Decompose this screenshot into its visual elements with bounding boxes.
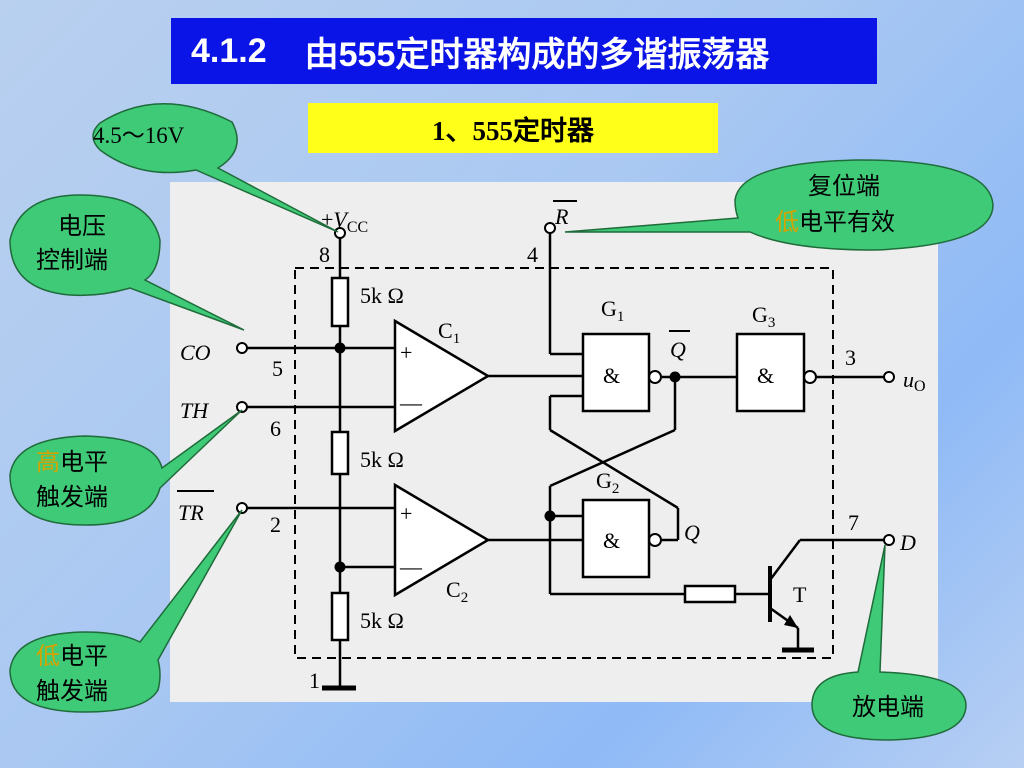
g1-bubble xyxy=(648,370,662,384)
resistor-2 xyxy=(330,430,350,476)
resistors xyxy=(330,276,737,642)
pin5-number: 5 xyxy=(272,356,283,381)
callout-voltage-line2: 控制端 xyxy=(36,247,108,274)
c2-plus: + xyxy=(400,501,412,526)
callout-discharge xyxy=(811,544,967,741)
discharge-pin-label: D xyxy=(899,530,916,555)
vcc-label: +VCC xyxy=(321,207,368,236)
comparator-c1 xyxy=(393,318,491,434)
q-bar-label: Q xyxy=(670,337,686,362)
gate-g3 xyxy=(735,332,806,413)
output-label: uO xyxy=(903,367,926,395)
pin8-number: 8 xyxy=(319,242,330,267)
pin7-terminal xyxy=(883,534,895,546)
callout-high-trigger xyxy=(9,409,243,526)
th-label: TH xyxy=(180,398,209,423)
pin-terminals xyxy=(236,222,895,547)
g3-label: G3 xyxy=(752,302,775,331)
pin3-terminal xyxy=(883,371,895,383)
title-number: 4.1.2 xyxy=(191,31,267,70)
pin3-number: 3 xyxy=(845,345,856,370)
callout-supply xyxy=(92,103,339,233)
q-label: Q xyxy=(684,520,700,545)
resistor-1 xyxy=(330,276,350,328)
subtitle: 1、555定时器 xyxy=(308,103,718,153)
resistor-3-label: 5k Ω xyxy=(360,608,404,633)
g2-bubble xyxy=(648,533,662,547)
tr-label: TR xyxy=(178,500,204,525)
callouts xyxy=(9,103,994,741)
gate-g2 xyxy=(581,498,651,579)
callout-discharge-text: 放电端 xyxy=(852,694,924,721)
pin6-number: 6 xyxy=(270,416,281,441)
pin2-terminal xyxy=(236,502,248,514)
page-title: 4.1.2 由555定时器构成的多谐振荡器 xyxy=(171,18,877,84)
callout-reset-line2: 低电平有效 xyxy=(775,209,895,236)
callout-low-line2: 触发端 xyxy=(36,678,108,705)
pin8-terminal xyxy=(334,227,346,239)
pin4-number: 4 xyxy=(527,242,538,267)
callout-voltage-line1: 电压 xyxy=(58,213,106,240)
resistor-3 xyxy=(330,591,350,642)
transistor-label: T xyxy=(793,582,807,607)
pin1-number: 1 xyxy=(309,668,320,693)
title-text: 由555定时器构成的多谐振荡器 xyxy=(304,35,770,74)
callout-voltage-control xyxy=(9,194,245,331)
callout-reset-line1: 复位端 xyxy=(808,173,880,200)
g1-and-symbol: & xyxy=(603,363,620,388)
base-resistor xyxy=(683,584,737,604)
callout-high-line2: 触发端 xyxy=(36,484,108,511)
pin2-number: 2 xyxy=(270,512,281,537)
resistor-2-label: 5k Ω xyxy=(360,447,404,472)
callout-high-line1: 高电平 xyxy=(36,449,108,476)
comparators xyxy=(393,318,491,598)
c2-label: C2 xyxy=(446,577,468,606)
pin4-terminal xyxy=(544,222,556,234)
c2-minus: — xyxy=(399,554,423,579)
callout-texts: 4.5～16V 电压 控制端 复位端 低电平有效 高电平 触发端 低电平 触发端… xyxy=(36,123,924,721)
co-label: CO xyxy=(180,340,211,365)
transistor-arrow xyxy=(784,615,798,628)
callout-low-line1: 低电平 xyxy=(36,643,108,670)
callout-reset xyxy=(564,159,994,251)
pin7-number: 7 xyxy=(848,510,859,535)
c1-label: C1 xyxy=(438,318,460,347)
callout-supply-text: 4.5～16V xyxy=(93,123,185,148)
comparator-c2 xyxy=(393,482,491,598)
diagram-panel xyxy=(170,182,938,702)
callout-low-trigger xyxy=(9,509,243,713)
c1-plus: + xyxy=(400,340,412,365)
g3-and-symbol: & xyxy=(757,363,774,388)
g2-and-symbol: & xyxy=(603,528,620,553)
g1-label: G1 xyxy=(601,296,624,325)
pin6-terminal xyxy=(236,401,248,413)
gate-g1 xyxy=(581,332,651,413)
g2-label: G2 xyxy=(596,468,619,497)
c1-minus: — xyxy=(399,390,423,415)
labels: +VCC 8 R 4 CO 5 TH 6 TR 2 1 3 uO 7 D 5k … xyxy=(177,200,926,693)
resistor-1-label: 5k Ω xyxy=(360,283,404,308)
pin5-terminal xyxy=(236,342,248,354)
g3-bubble xyxy=(803,370,817,384)
gates xyxy=(581,332,806,579)
junction-dots xyxy=(334,342,681,573)
reset-label: R xyxy=(554,204,569,229)
